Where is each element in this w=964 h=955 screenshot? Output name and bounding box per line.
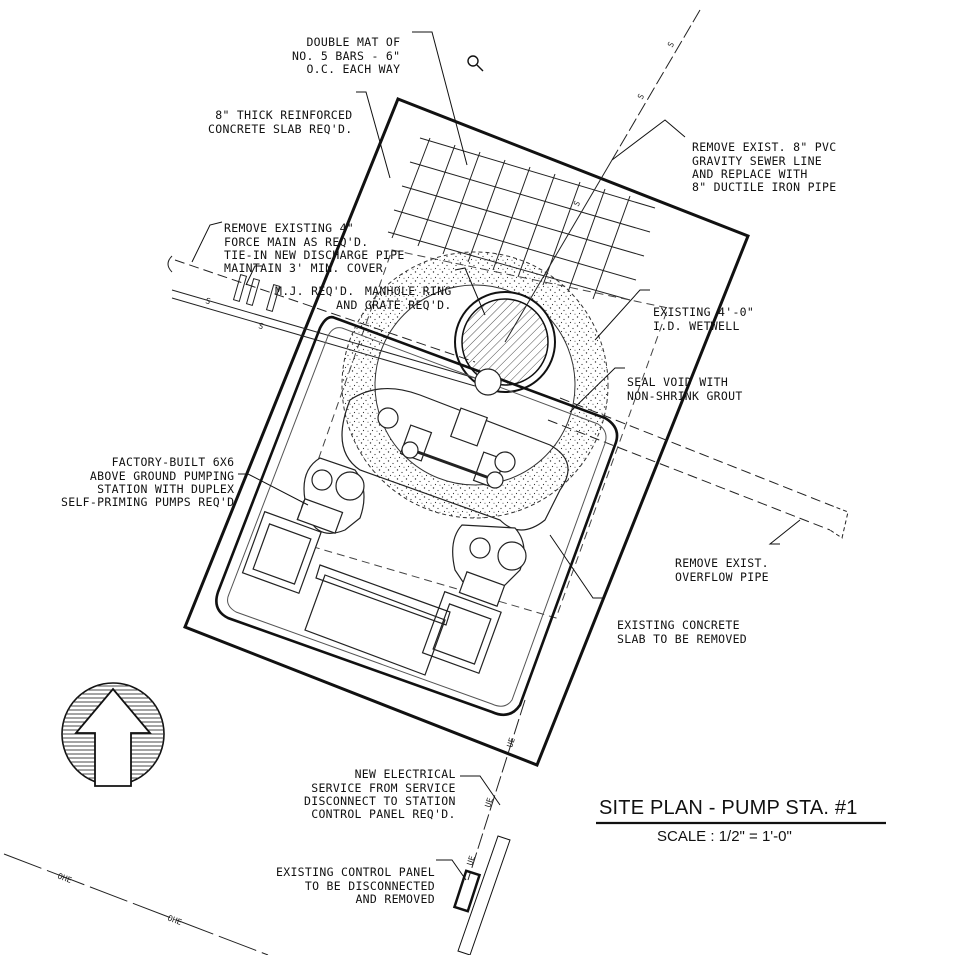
sewer-mark-3: S (572, 199, 582, 208)
ohe-mark-1: OHE (56, 871, 73, 885)
leader-lines (191, 31, 801, 881)
drawing-scale: SCALE : 1/2" = 1'-0" (657, 828, 792, 845)
sewer-mark-2: S (636, 92, 646, 101)
control-panel (452, 835, 511, 955)
pump-equipment (241, 368, 569, 676)
force-main-end (167, 255, 173, 273)
electrical-service-line (467, 699, 526, 881)
north-arrow (61, 682, 165, 787)
note-force-main: REMOVE EXISTING 4"FORCE MAIN AS REQ'D.TI… (224, 221, 405, 276)
note-overflow: REMOVE EXIST.OVERFLOW PIPE (675, 556, 769, 584)
drawing-title: SITE PLAN - PUMP STA. #1 (599, 797, 858, 819)
note-mj: M.J. REQ'D. (275, 284, 355, 299)
existing-slab-outline (289, 249, 669, 619)
ue-mark-3: UE (465, 855, 477, 867)
overhead-electric-line (3, 853, 269, 955)
force-main-pipe (171, 259, 476, 387)
note-wetwell: EXISTING 4'-0"I.D. WETWELL (653, 305, 755, 333)
pump-station-enclosure (215, 315, 619, 717)
sewer-mark-4: S (204, 296, 211, 306)
zoom-icon[interactable] (467, 55, 484, 72)
ue-mark-2: UE (483, 797, 495, 809)
ue-mark-1: UE (505, 737, 517, 749)
overflow-pipe (547, 397, 849, 539)
gravity-sewer-line (504, 9, 701, 343)
new-concrete-slab (183, 97, 750, 767)
sewer-mark-5: S (257, 321, 264, 331)
ohe-mark-2: OHE (166, 913, 183, 927)
sewer-mark-1: S (666, 40, 676, 49)
